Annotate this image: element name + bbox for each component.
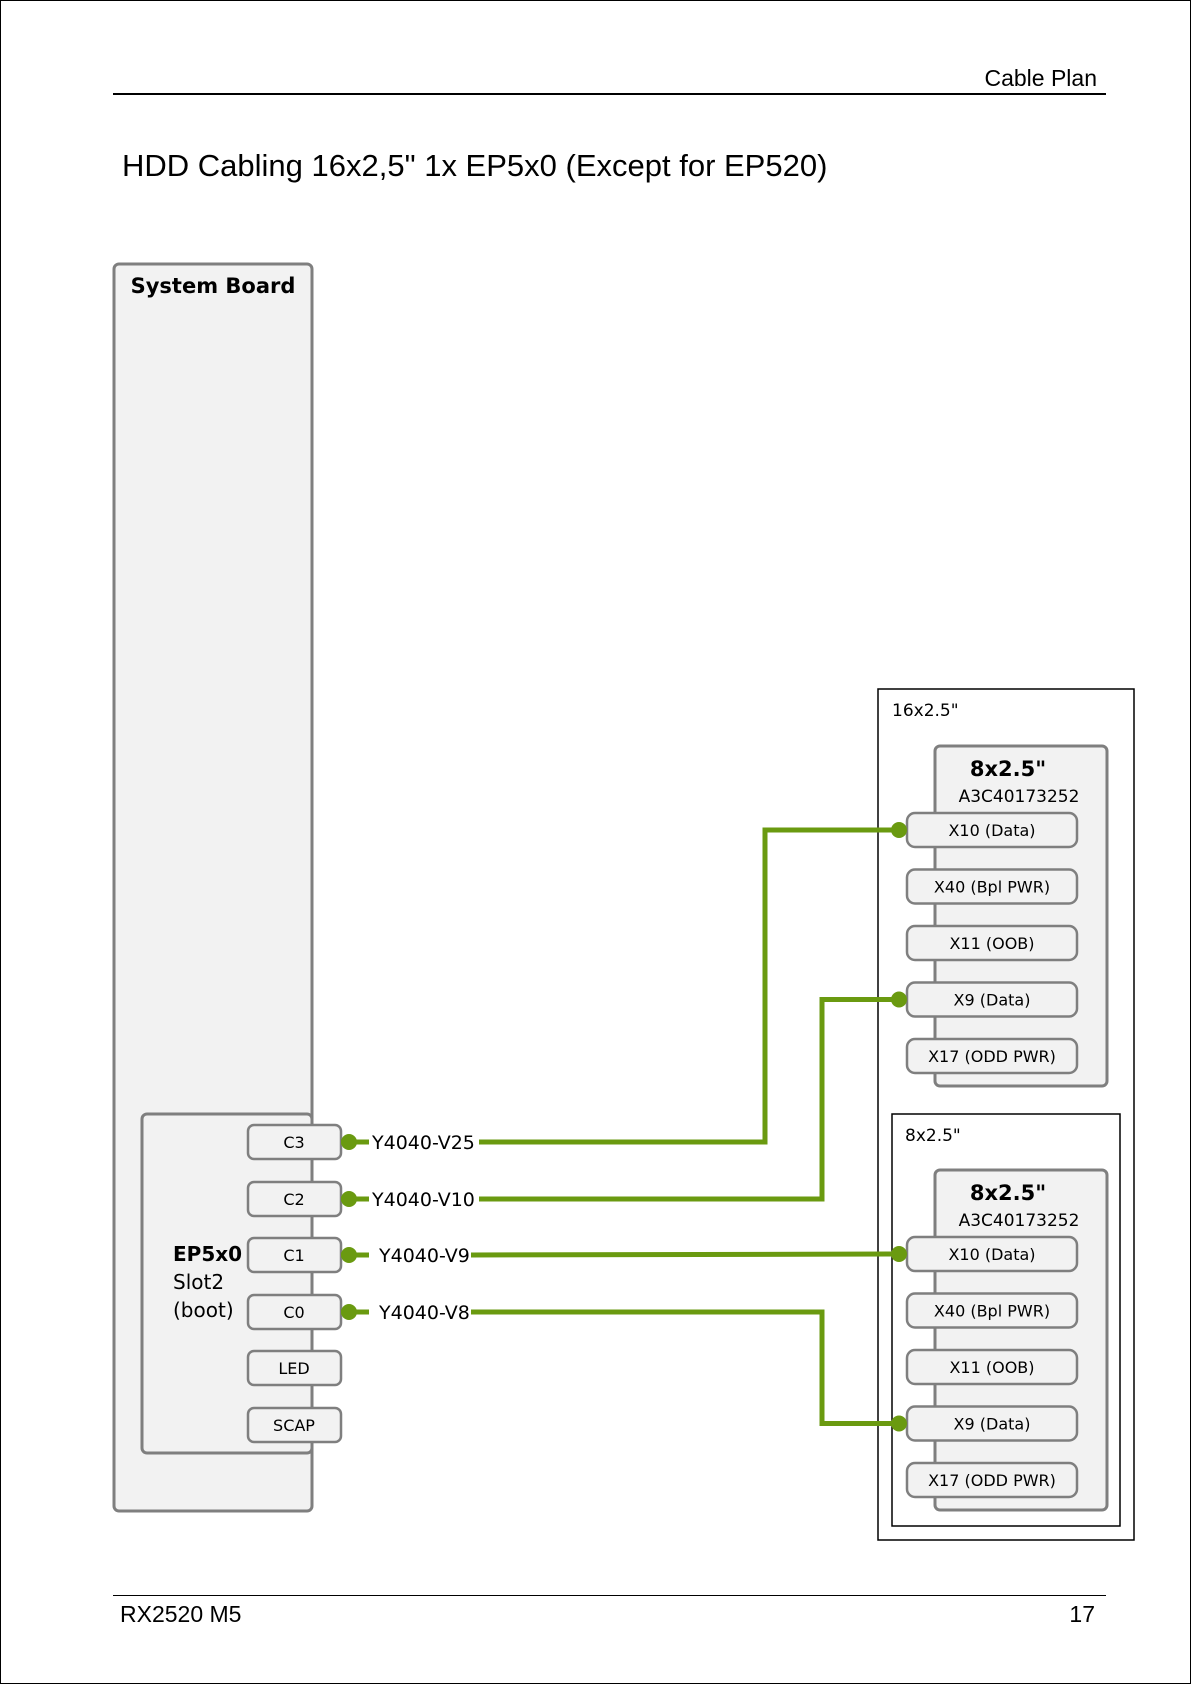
cable-start-dot xyxy=(341,1191,357,1207)
cable-end-dot xyxy=(891,822,907,838)
cable-start-dot xyxy=(341,1247,357,1263)
connector-x40-bpl-pwr xyxy=(905,1292,1079,1329)
connector-x11-oob xyxy=(905,924,1079,962)
cable-y4040-v10: Y4040-V10 xyxy=(341,991,907,1211)
cable-label: Y4040-V25 xyxy=(371,1132,475,1154)
drive-enclosure: 16x2.5" 8x2.5" xyxy=(877,688,1135,1541)
connector-label-x9-data: X9 (Data) xyxy=(954,1415,1031,1434)
port-label-c1: C1 xyxy=(283,1246,304,1265)
connector-label-x17-odd-pwr: X17 (ODD PWR) xyxy=(928,1047,1056,1066)
header-rule xyxy=(113,93,1106,95)
cable-y4040-v9: Y4040-V9 xyxy=(341,1245,907,1267)
controller-box xyxy=(140,1112,314,1455)
cable-end-dot xyxy=(891,1415,907,1432)
footer-model: RX2520 M5 xyxy=(120,1601,242,1627)
footer-page-number: 17 xyxy=(1069,1601,1095,1627)
sub-enclosure-label: 8x2.5" xyxy=(905,1126,961,1146)
controller-note: (boot) xyxy=(173,1298,234,1322)
cable-end-dot xyxy=(891,991,907,1008)
cable-label: Y4040-V10 xyxy=(371,1189,475,1211)
connector-label-x40-bpl-pwr: X40 (Bpl PWR) xyxy=(934,1302,1050,1321)
port-label-led: LED xyxy=(278,1359,309,1378)
port-label-scap: SCAP xyxy=(273,1416,315,1435)
connector-x11-oob xyxy=(905,1348,1079,1386)
backplane-title: 8x2.5" xyxy=(970,757,1046,781)
connector-x17-odd-pwr xyxy=(905,1037,1079,1075)
connector-label-x11-oob: X11 (OOB) xyxy=(949,934,1034,953)
footer-rule xyxy=(113,1595,1106,1596)
cable-end-dot xyxy=(891,1246,907,1262)
port-label-c2: C2 xyxy=(283,1190,304,1209)
backplane-part-number: A3C40173252 xyxy=(959,1211,1080,1231)
system-board-label: System Board xyxy=(131,274,296,298)
connector-x40-bpl-pwr xyxy=(905,868,1079,905)
header-section-title: Cable Plan xyxy=(984,65,1097,91)
connector-label-x11-oob: X11 (OOB) xyxy=(949,1358,1034,1377)
connector-label-x40-bpl-pwr: X40 (Bpl PWR) xyxy=(934,878,1050,897)
cable-label: Y4040-V8 xyxy=(378,1302,470,1324)
port-scap xyxy=(246,1406,343,1444)
raid-controller: EP5x0 Slot2 (boot) xyxy=(140,1112,314,1455)
connector-label-x10-data: X10 (Data) xyxy=(948,821,1035,840)
enclosure-outer-box xyxy=(877,688,1135,1541)
backplane-title: 8x2.5" xyxy=(970,1181,1046,1205)
controller-name: EP5x0 xyxy=(173,1242,242,1266)
port-label-c3: C3 xyxy=(283,1133,304,1152)
cable-y4040-v25: Y4040-V25 xyxy=(341,822,907,1154)
cable-start-dot xyxy=(341,1304,357,1320)
connector-x17-odd-pwr xyxy=(905,1461,1079,1499)
connector-label-x10-data: X10 (Data) xyxy=(948,1245,1035,1264)
connector-label-x17-odd-pwr: X17 (ODD PWR) xyxy=(928,1471,1056,1490)
enclosure-label: 16x2.5" xyxy=(892,701,959,721)
cable-start-dot xyxy=(341,1134,357,1150)
page-title: HDD Cabling 16x2,5" 1x EP5x0 (Except for… xyxy=(122,148,828,183)
cable-label: Y4040-V9 xyxy=(378,1245,470,1267)
controller-slot: Slot2 xyxy=(173,1270,224,1294)
backplane-part-number: A3C40173252 xyxy=(959,787,1080,807)
connector-label-x9-data: X9 (Data) xyxy=(954,991,1031,1010)
port-led xyxy=(246,1349,343,1387)
sub-enclosure-box xyxy=(891,1113,1121,1527)
cable-y4040-v8: Y4040-V8 xyxy=(341,1302,907,1432)
port-label-c0: C0 xyxy=(283,1303,304,1322)
